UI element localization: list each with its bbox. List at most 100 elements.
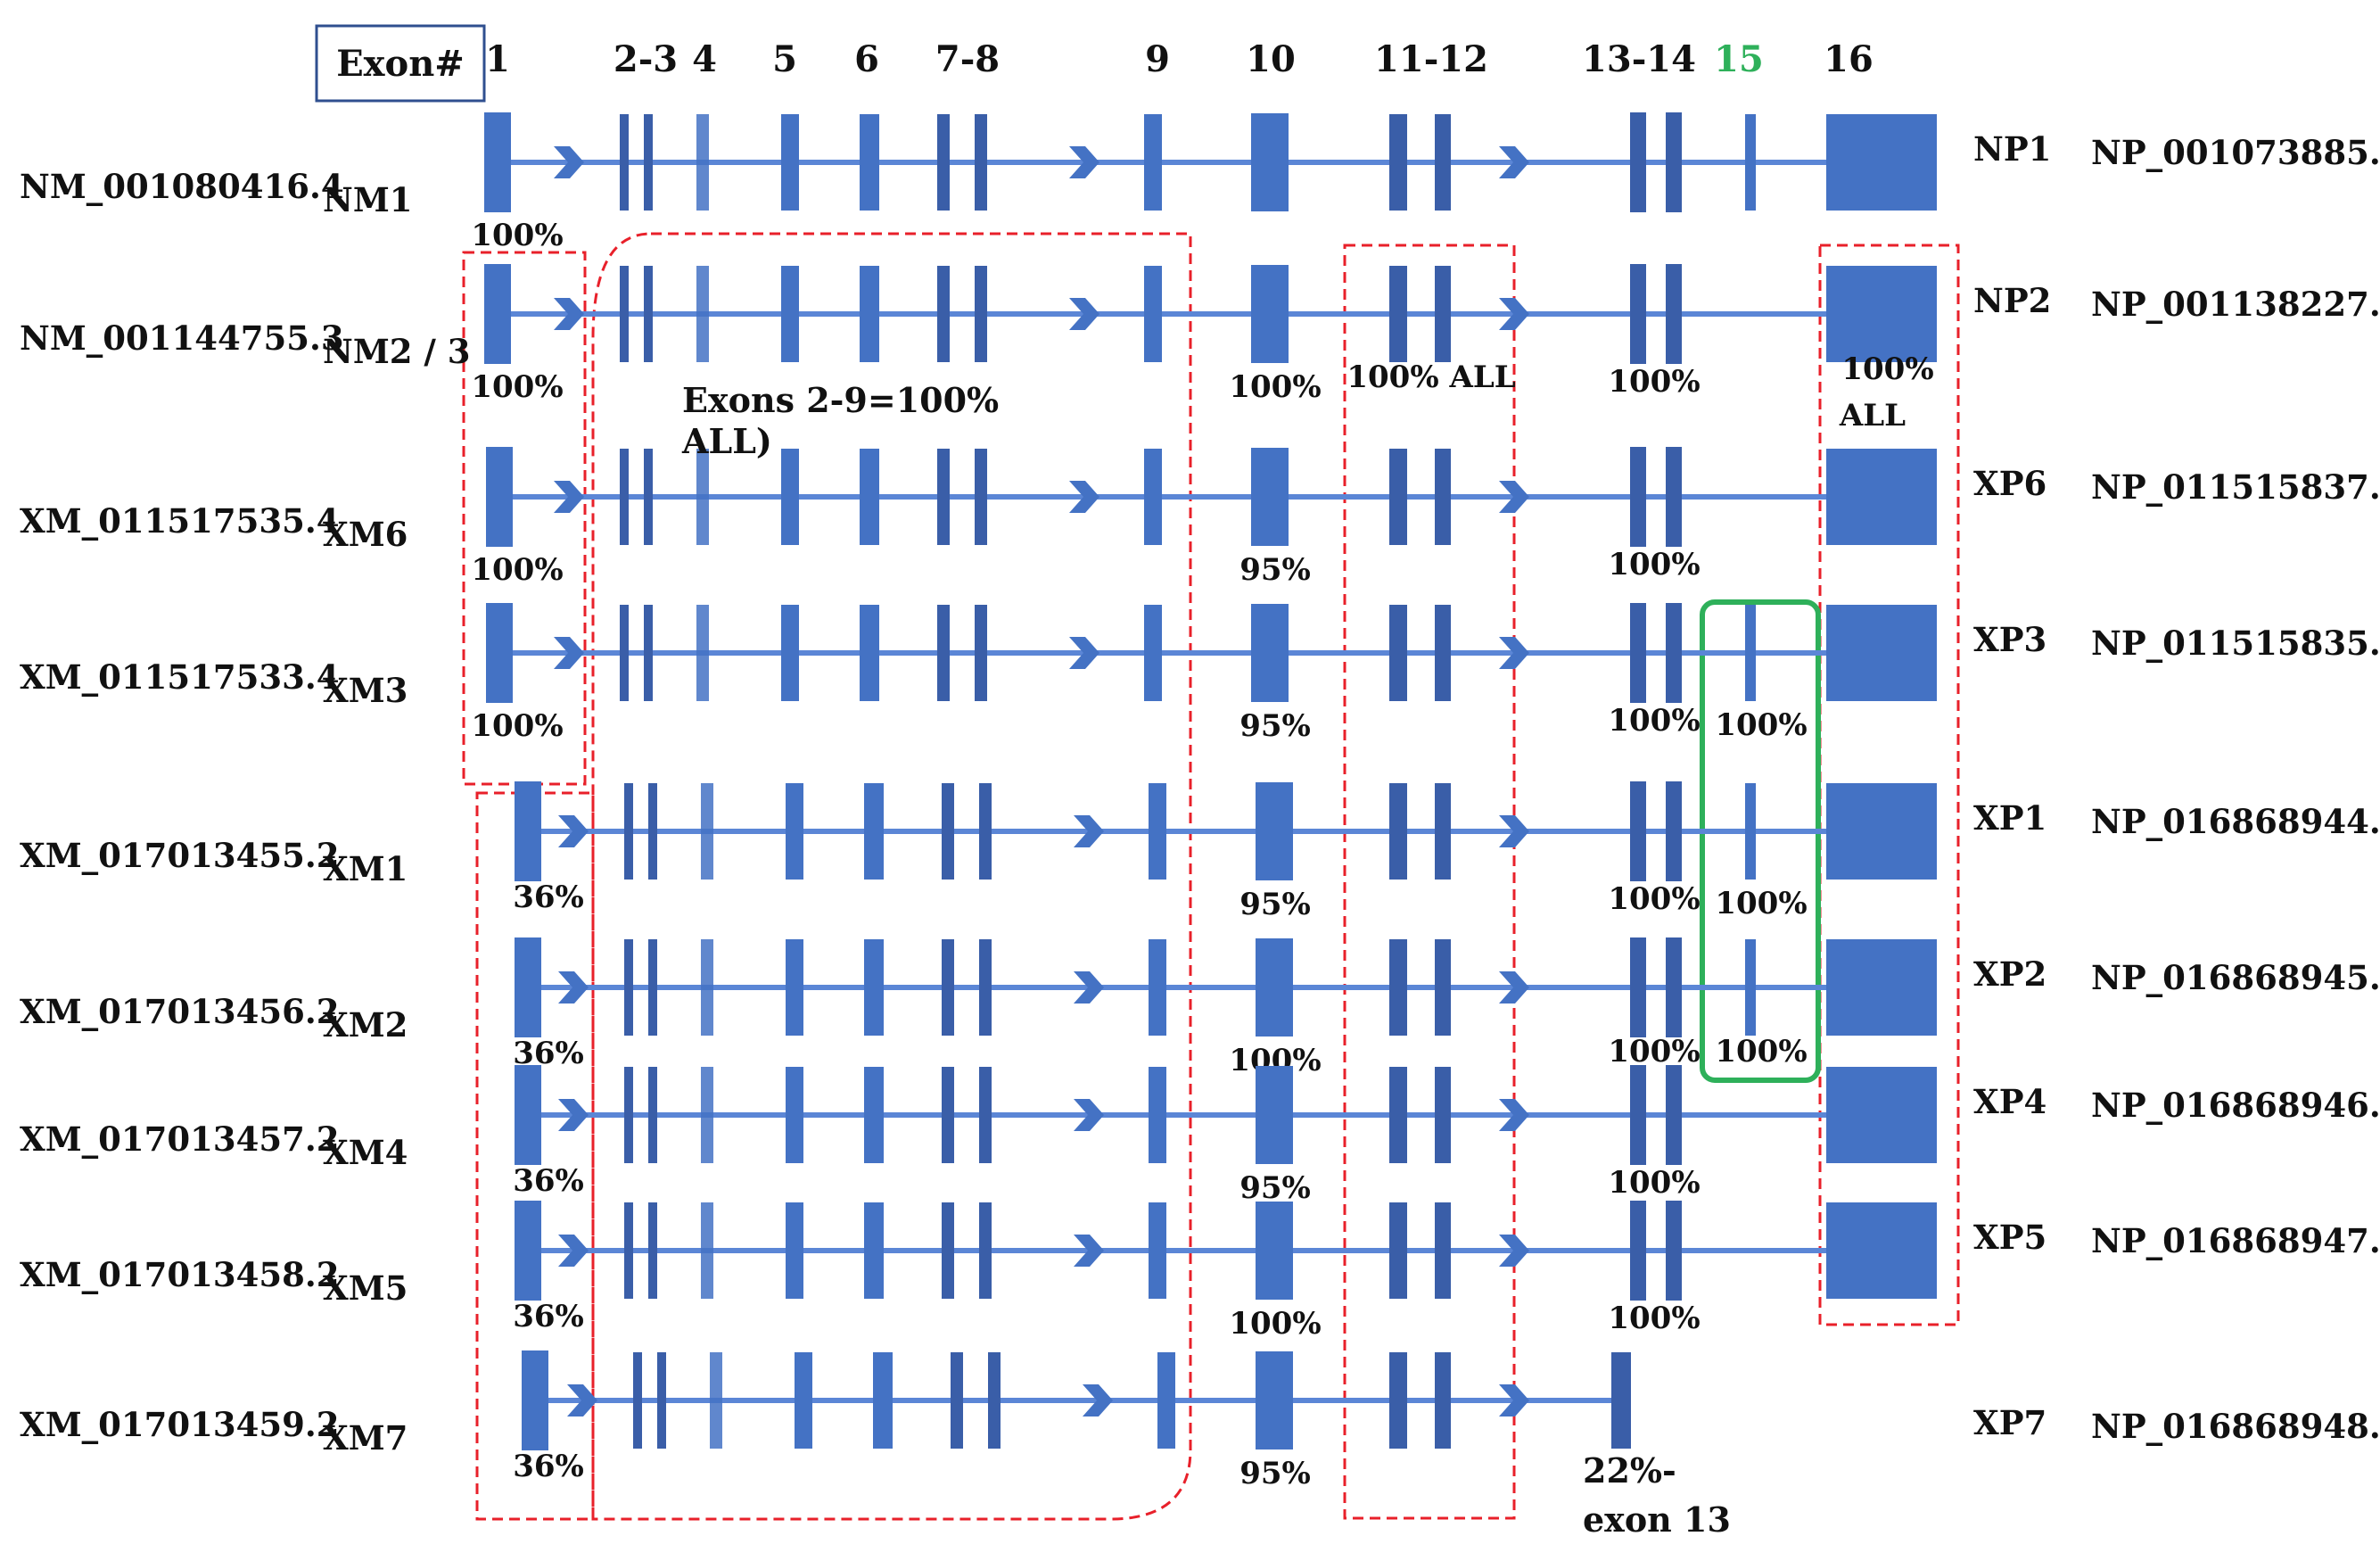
exon-4 xyxy=(710,1352,722,1449)
exon-number-4: 4 xyxy=(692,38,717,80)
exon-4 xyxy=(696,266,709,362)
exon-7 xyxy=(942,1202,954,1299)
exon-15-percent: 100% xyxy=(1715,707,1807,743)
exon-11 xyxy=(1389,114,1407,211)
exon-10-percent: 100% xyxy=(1229,1306,1321,1342)
exon-15 xyxy=(1745,114,1756,211)
protein-accession-label: NP_016868944.1 xyxy=(2091,802,2380,841)
exon-3 xyxy=(644,605,653,701)
exon-1-percent: 100% xyxy=(471,218,563,253)
exon-15 xyxy=(1745,939,1756,1036)
protein-accession-label: NP_011515835.1 xyxy=(2091,624,2380,663)
exon-8 xyxy=(988,1352,1001,1449)
exon-number-15: 15 xyxy=(1714,38,1764,80)
transcript-short-label: XM2 xyxy=(323,1005,408,1045)
direction-arrow xyxy=(1499,815,1529,847)
exon-10 xyxy=(1256,1202,1293,1300)
exon-5 xyxy=(781,266,799,362)
transcript-short-label: NM1 xyxy=(323,180,413,219)
exon-1-percent: 36% xyxy=(513,1163,584,1199)
exon-5 xyxy=(786,783,803,880)
exon-6 xyxy=(860,114,879,211)
exon-10 xyxy=(1256,782,1293,880)
exon-5 xyxy=(786,1067,803,1163)
exon-7 xyxy=(937,266,950,362)
exon-8 xyxy=(979,783,992,880)
direction-arrow xyxy=(1069,481,1099,513)
exon-10 xyxy=(1256,1066,1293,1164)
exon-3 xyxy=(644,266,653,362)
accession-label: XM_017013458.2 xyxy=(20,1255,340,1294)
exon-2 xyxy=(624,1202,633,1299)
annotations: Exons 2-9=100% ALL) 22%- exon 13 xyxy=(681,380,1731,1540)
exon-11 xyxy=(1389,939,1407,1036)
exon-8 xyxy=(975,449,987,545)
exon-number-16: 16 xyxy=(1824,38,1874,80)
exon-14 xyxy=(1666,447,1682,547)
transcript-short-label: XM1 xyxy=(323,849,408,888)
exon-6 xyxy=(864,783,884,880)
exon-12 xyxy=(1435,939,1451,1036)
exon-14 xyxy=(1666,781,1682,881)
exon-13 xyxy=(1630,1065,1646,1165)
exon-2 xyxy=(620,114,629,211)
exon-3 xyxy=(644,114,653,211)
exon-12 xyxy=(1435,1352,1451,1449)
exon-16-percent: 100% xyxy=(1841,351,1933,387)
exon-9 xyxy=(1144,449,1162,545)
exon-13 xyxy=(1630,447,1646,547)
exon-5 xyxy=(781,605,799,701)
accession-label: XM_011517533.4 xyxy=(20,657,340,697)
exon-7 xyxy=(937,605,950,701)
protein-accession-label: NP_001138227.1 xyxy=(2091,285,2380,324)
protein-accession-label: NP_011515837.1 xyxy=(2091,467,2380,507)
exon-5 xyxy=(781,449,799,545)
exon-3 xyxy=(657,1352,666,1449)
exon-1-percent: 36% xyxy=(513,880,584,915)
xm7-exon13-note-line2: exon 13 xyxy=(1583,1499,1731,1540)
exon-13-14-percent: 100% xyxy=(1608,547,1700,582)
direction-arrow xyxy=(1499,146,1529,178)
exon-11 xyxy=(1389,266,1407,362)
exon-8 xyxy=(975,114,987,211)
red-box-exons-2-9 xyxy=(591,232,1192,1521)
exon-16 xyxy=(1826,1202,1937,1299)
exon-number-2-3: 2-3 xyxy=(614,38,678,80)
exon-11 xyxy=(1389,783,1407,880)
exon-10 xyxy=(1251,448,1289,546)
protein-accession-label: NP_016868946.1 xyxy=(2091,1086,2380,1125)
transcript-short-label: XM6 xyxy=(323,515,408,554)
exon-4 xyxy=(696,114,709,211)
exon-13 xyxy=(1630,1201,1646,1301)
exon-number-5: 5 xyxy=(772,38,797,80)
exon-11-12-percent: 100% ALL xyxy=(1346,359,1515,395)
exon-14 xyxy=(1666,1201,1682,1301)
accession-label: NM_001080416.4 xyxy=(20,167,344,206)
exon-3 xyxy=(648,783,657,880)
exon-number-9: 9 xyxy=(1145,38,1170,80)
direction-arrow xyxy=(554,298,584,330)
exon-3 xyxy=(648,939,657,1036)
exon-1-percent: 100% xyxy=(471,552,563,588)
exon-9 xyxy=(1144,266,1162,362)
exon-1 xyxy=(486,603,513,703)
exon-1 xyxy=(484,264,511,364)
exon-11 xyxy=(1389,1352,1407,1449)
exon-12 xyxy=(1435,1202,1451,1299)
exon-16-percent-suffix: ALL xyxy=(1839,398,1906,434)
exon-10-percent: 95% xyxy=(1239,887,1311,922)
direction-arrow xyxy=(1499,481,1529,513)
exon-1-percent: 100% xyxy=(471,369,563,405)
protein-accession-label: NP_016868948.1 xyxy=(2091,1407,2380,1446)
red-box-exon1-nm xyxy=(462,251,587,786)
exon-6 xyxy=(873,1352,893,1449)
direction-arrow xyxy=(1069,637,1099,669)
exon-12 xyxy=(1435,449,1451,545)
